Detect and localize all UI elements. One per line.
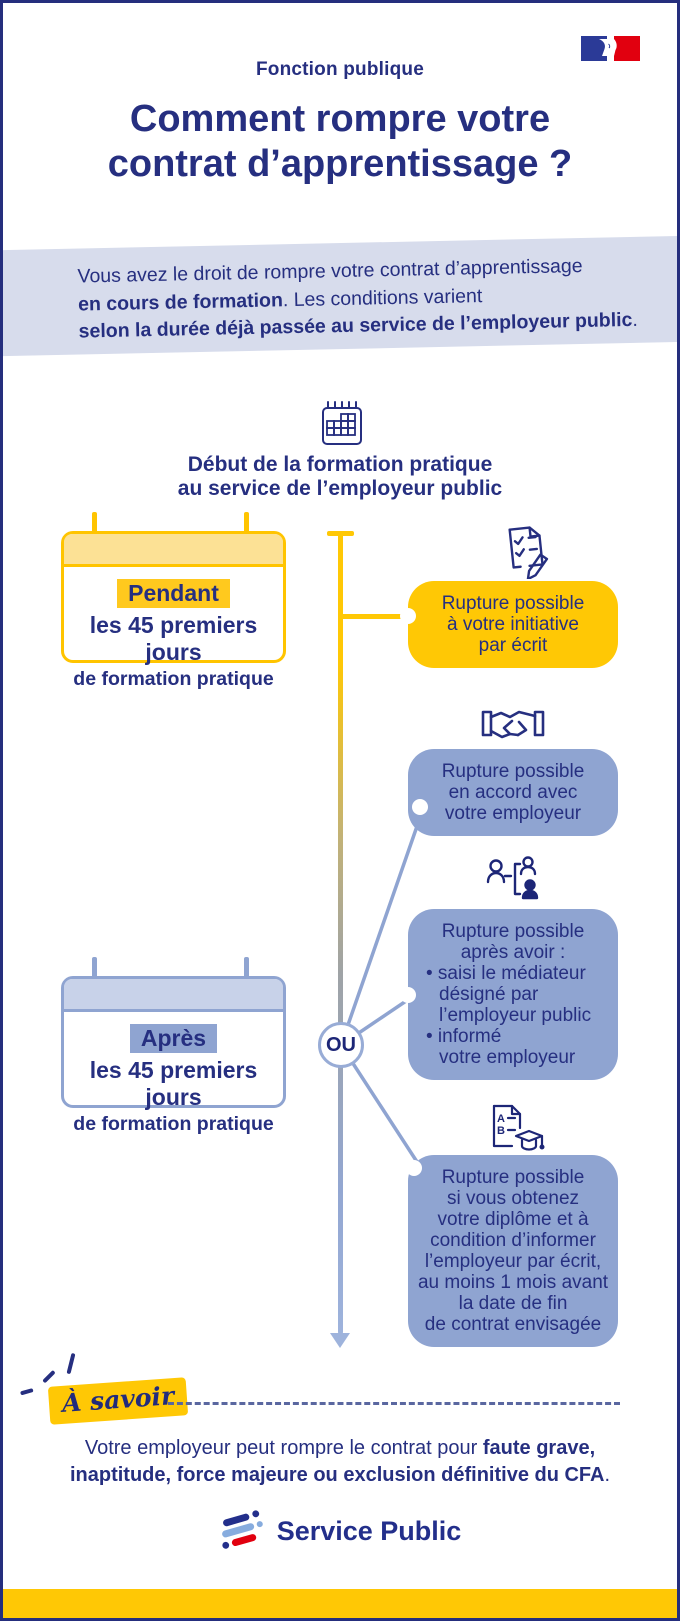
connector-dot xyxy=(406,1160,422,1176)
svg-text:B: B xyxy=(497,1125,505,1137)
timeline-line xyxy=(338,533,343,1334)
french-republic-flag-icon xyxy=(581,36,640,61)
connector-dot xyxy=(400,987,416,1003)
bottom-accent-bar xyxy=(3,1589,677,1618)
or-node: OU xyxy=(318,1022,364,1068)
dashed-separator xyxy=(168,1402,620,1405)
calendar-header xyxy=(64,534,283,567)
calendar-header xyxy=(64,979,283,1012)
handshake-icon xyxy=(481,710,545,739)
emphasis-sparks-icon xyxy=(20,1388,34,1395)
diploma-document-icon: A B xyxy=(492,1104,545,1151)
period-highlight: Pendant xyxy=(117,579,230,608)
calendar-grid-icon xyxy=(322,401,362,445)
timeline-start-label: Début de la formation pratique au servic… xyxy=(177,453,503,500)
outcome-bubble-diploma: Rupture possible si vous obtenez votre d… xyxy=(408,1155,618,1347)
connector-yellow xyxy=(342,614,412,619)
period-highlight: Après xyxy=(129,1024,218,1053)
outcome-bubble-mediator: Rupture possible après avoir : • saisi l… xyxy=(408,909,618,1080)
page-title-line1: Comment rompre votre xyxy=(129,98,551,140)
note-text: Votre employeur peut rompre le contrat p… xyxy=(69,1437,611,1486)
period-card-pendant: Pendant les 45 premiers jours de formati… xyxy=(61,531,286,690)
connector-dot xyxy=(412,799,428,815)
intro-text: Vous avez le droit de rompre votre contr… xyxy=(77,254,639,343)
connector-dot xyxy=(400,608,416,624)
period-card-apres: Après les 45 premiers jours de formation… xyxy=(61,976,286,1135)
outcome-bubble-agreement: Rupture possible en accord avec votre em… xyxy=(408,749,618,836)
mediator-people-icon xyxy=(486,856,539,900)
svg-text:A: A xyxy=(497,1113,505,1125)
emphasis-sparks-icon xyxy=(42,1369,56,1384)
timeline-arrow-icon xyxy=(330,1333,350,1348)
page-title-line2: contrat d’apprentissage ? xyxy=(107,143,573,185)
page-title: Comment rompre votre contrat d’apprentis… xyxy=(3,97,677,187)
outcome-bubble-initiative: Rupture possible à votre initiative par … xyxy=(408,581,618,668)
brand-name: Service Public xyxy=(276,1515,462,1546)
a-savoir-badge: À savoir xyxy=(47,1377,189,1425)
service-public-stripes-icon xyxy=(221,1510,263,1549)
document-checklist-pencil-icon xyxy=(508,526,549,579)
footer-brand: Service Public xyxy=(3,1509,677,1553)
kicker: Fonction publique xyxy=(255,59,425,80)
emphasis-sparks-icon xyxy=(66,1352,75,1375)
intro-band: Vous avez le droit de rompre votre contr… xyxy=(3,235,677,357)
